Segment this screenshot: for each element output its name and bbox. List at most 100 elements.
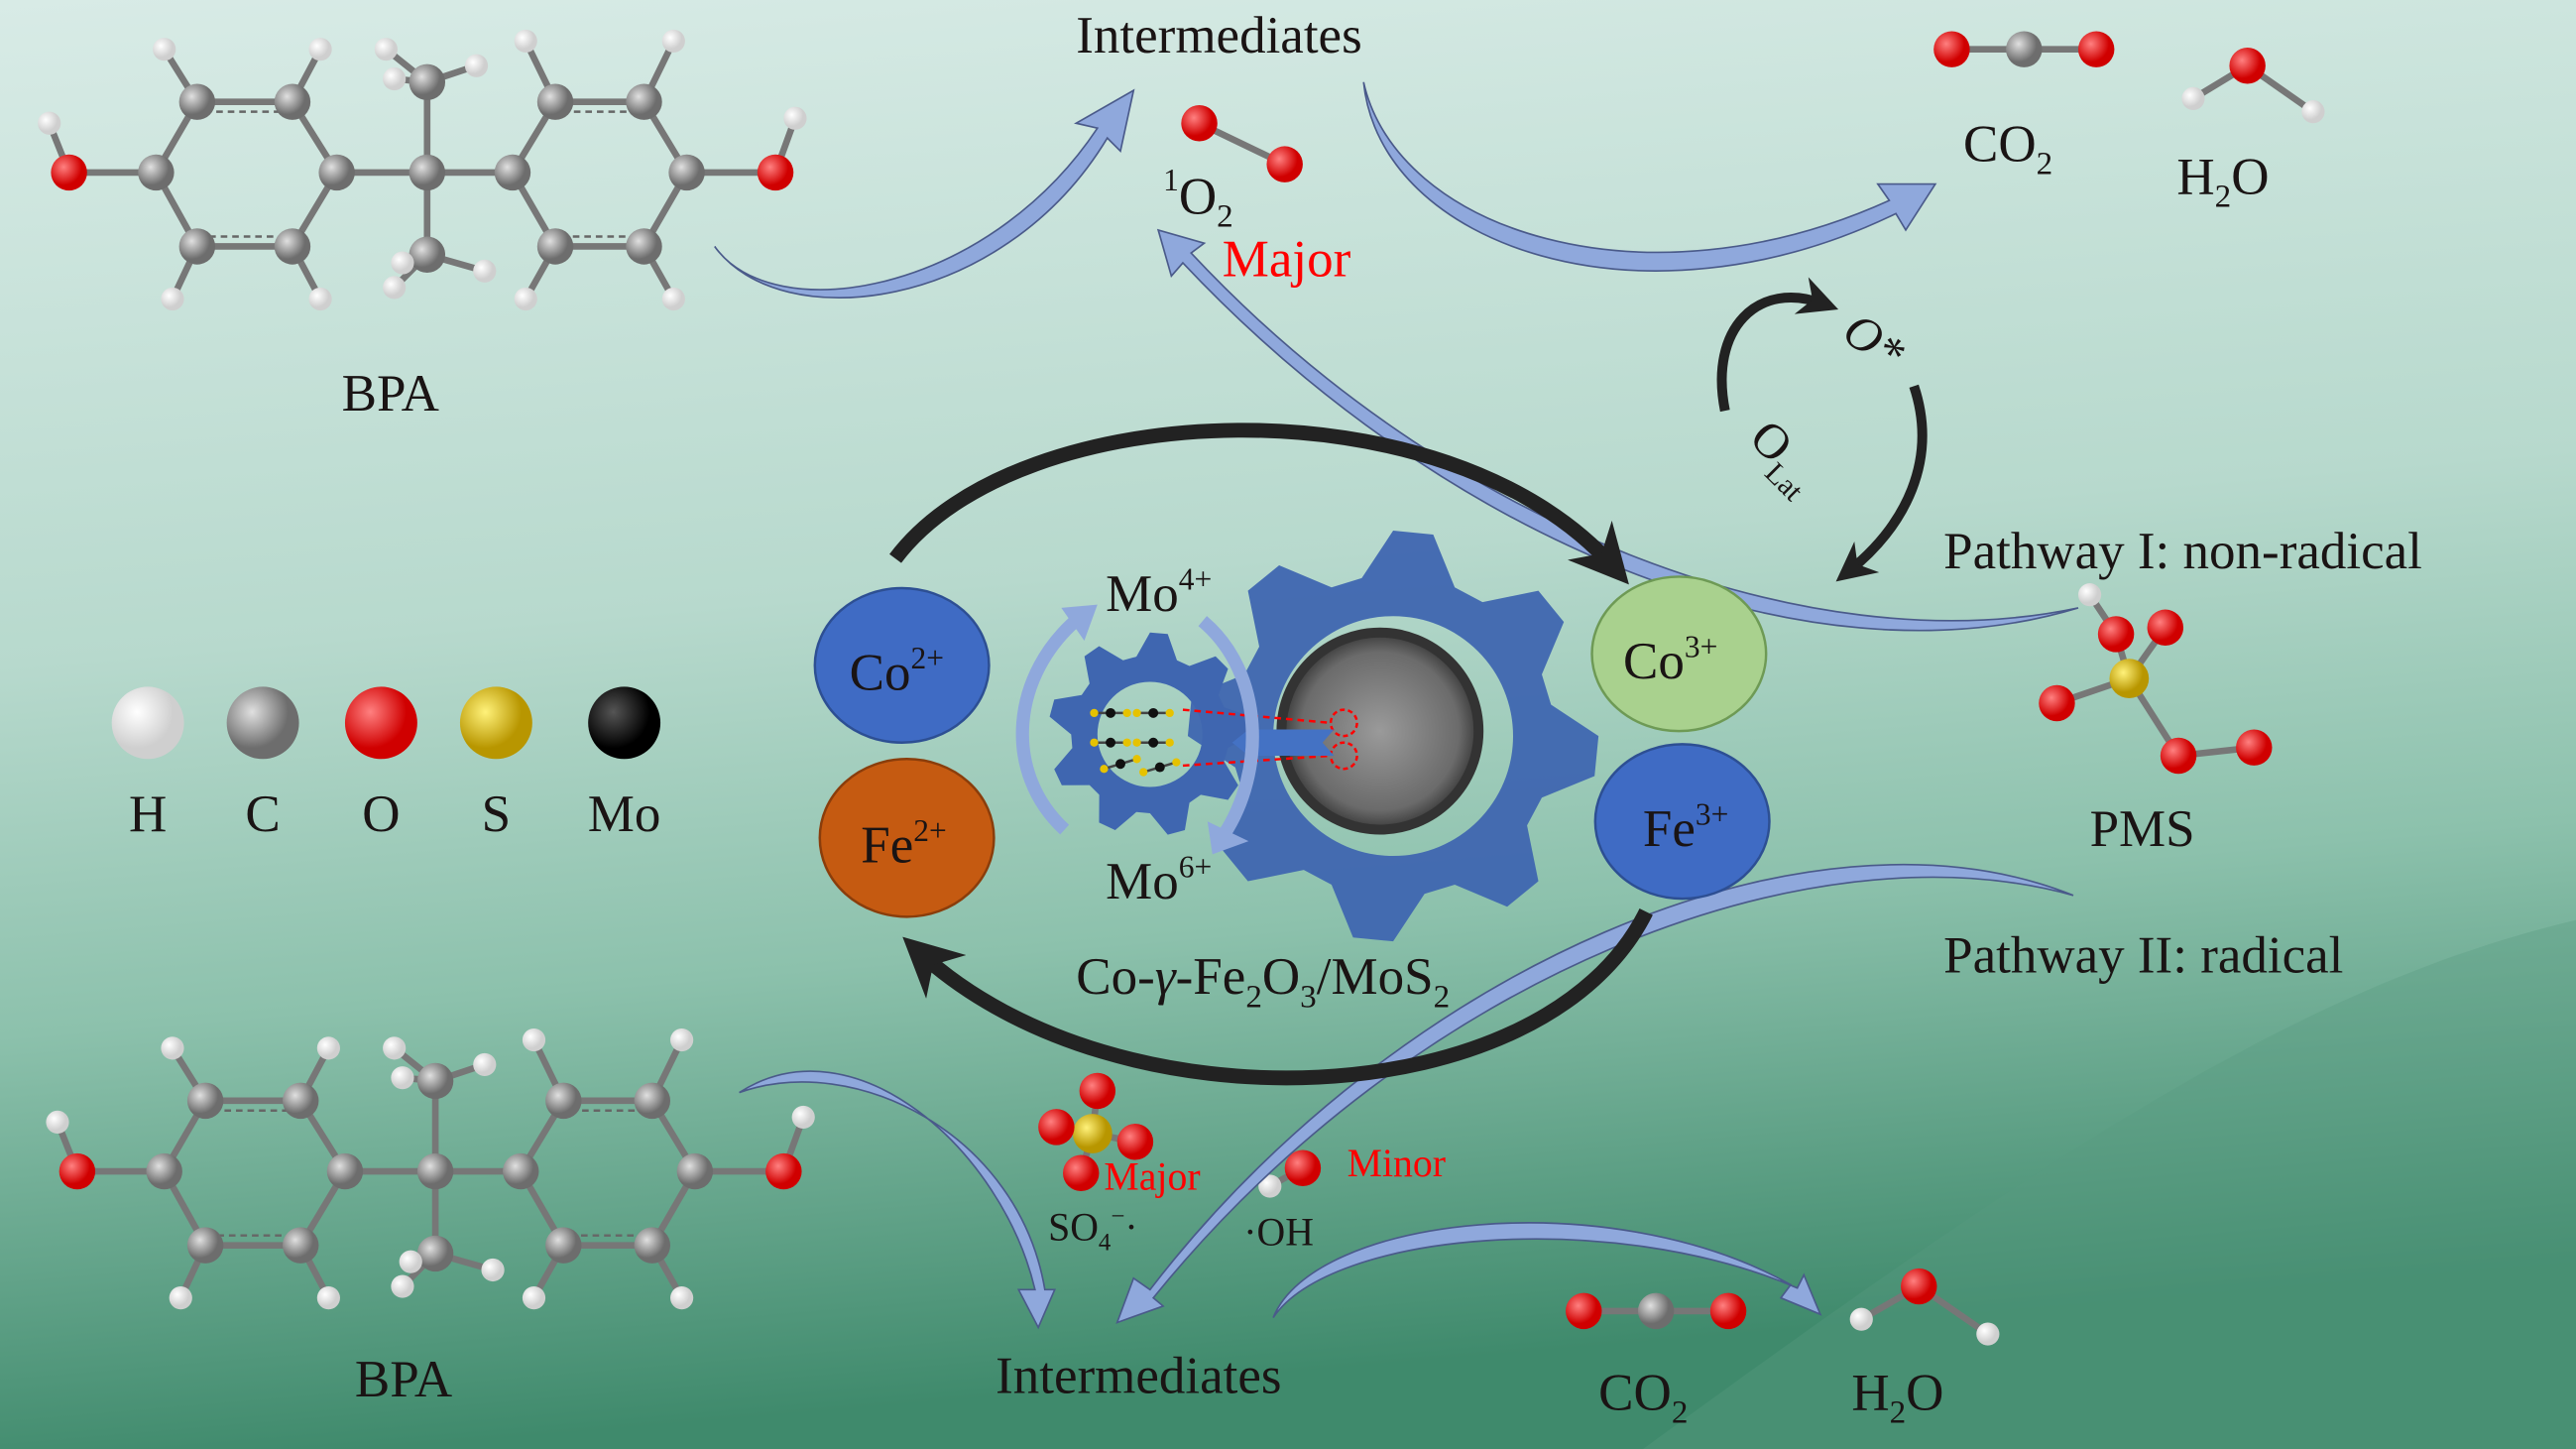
label-bpa-bottom: BPA [355,1351,452,1408]
atom-H [2077,583,2102,607]
atom-C [536,228,574,265]
atom-O [757,154,794,191]
atom-H [522,1286,546,1310]
label-pathway-1: Pathway I: non-radical [1943,523,2422,580]
cycle-arrow-top [889,423,1629,585]
sulfate-major-tag: Major [1104,1154,1200,1198]
legend-swatch [226,686,299,760]
atom-H [514,287,537,311]
label-intermediates-top: Intermediates [1076,7,1361,64]
co2-molecule-bottom [1566,1292,1747,1330]
atom-C [409,63,446,101]
atom-H [161,287,184,311]
legend-label: C [245,785,280,843]
atom-C [274,83,311,120]
label-sulfate-radical: SO4−· [1048,1203,1138,1257]
atom-H [383,1036,407,1060]
h2o-molecule-bottom [1849,1268,2000,1346]
mos2-unit [1139,758,1181,777]
mo-cycle-arrowhead-right [1207,821,1249,855]
atom-C [536,83,574,120]
atom-C [416,1152,454,1190]
mos2-unit [1132,707,1174,718]
atom-C [1637,1292,1675,1330]
atom-H [316,1036,340,1060]
cycle-arrow-bottom [902,908,1653,1086]
mo-cycle-arrow-right [1198,616,1259,839]
label-pms: PMS [2090,800,2195,858]
atom-H [514,29,537,54]
singlet-oxygen-major-tag: Major [1223,230,1351,288]
legend-swatch [111,686,184,760]
sem-highlight-1 [1329,708,1358,738]
mos2-unit [1090,737,1131,748]
atom-C [274,228,311,265]
atom-O [51,154,87,191]
legend-label: O [362,785,400,843]
label-h2o-top: H2O [2176,148,2269,214]
small-gear-icon [1049,632,1252,835]
atom-H [473,1052,497,1077]
oxygen-cycle-arrow-up [1716,277,1839,413]
svg-text:Fe3+: Fe3+ [1643,797,1728,859]
atom-H [399,1250,422,1273]
label-co2-top: CO2 [1963,115,2052,181]
atom-H [522,1027,546,1052]
legend-swatch [588,686,661,760]
atom-H [1849,1307,1873,1331]
atom-legend: H C O S Mo [111,686,661,843]
atom-C [634,1227,671,1264]
legend-label: H [129,785,167,843]
atom-H [38,111,61,135]
molecule-layer [38,29,2325,1346]
atom-C [626,228,662,265]
mos2-unit [1090,707,1131,718]
label-h2o-bottom: H2O [1851,1364,1943,1430]
atom-C [409,236,446,273]
atom-C [545,1227,582,1264]
atom-C [494,154,531,191]
label-pathway-2: Pathway II: radical [1943,927,2343,985]
hydroxyl-minor-tag: Minor [1347,1142,1446,1185]
atom-O [1933,31,1970,67]
h2o-molecule-top [2181,48,2325,124]
legend-label: Mo [588,785,661,843]
legend-item-c: C [226,686,299,843]
atom-H [670,1286,694,1310]
atom-C [503,1152,539,1190]
atom-C [326,1152,364,1190]
atom-C [178,83,216,120]
atom-C [138,154,175,191]
svg-text:Fe2+: Fe2+ [861,813,946,875]
label-co2-bottom: CO2 [1598,1364,1688,1430]
atom-C [282,1082,319,1120]
atom-O [1901,1268,1937,1305]
atom-C [416,1062,454,1100]
atom-O [1284,1149,1322,1186]
mos2-unit [1100,755,1141,774]
large-gear-icon [1187,531,1599,942]
atom-H [169,1286,192,1310]
atom-H [383,276,407,300]
label-singlet-oxygen: 1O2 [1163,163,1233,234]
atom-H [783,106,807,130]
label-bpa-top: BPA [342,365,439,423]
atom-H [391,1274,414,1298]
mo-cycle-arrow-left [1015,611,1086,835]
legend-item-s: S [459,686,532,843]
label-hydroxyl-radical: ·OH [1243,1211,1314,1255]
pms-molecule [2039,583,2273,775]
legend-item-h: H [111,686,184,843]
atom-S [1072,1114,1112,1153]
atom-O [765,1152,802,1190]
atom-C [186,1227,224,1264]
atom-C [178,228,216,265]
atom-H [391,251,414,275]
label-catalyst: Co-γ-Fe2O3/MoS2 [1076,948,1450,1015]
atom-O [1063,1154,1100,1191]
atom-O [2039,684,2075,722]
atom-H [316,1286,340,1310]
atom-O [2077,31,2115,67]
